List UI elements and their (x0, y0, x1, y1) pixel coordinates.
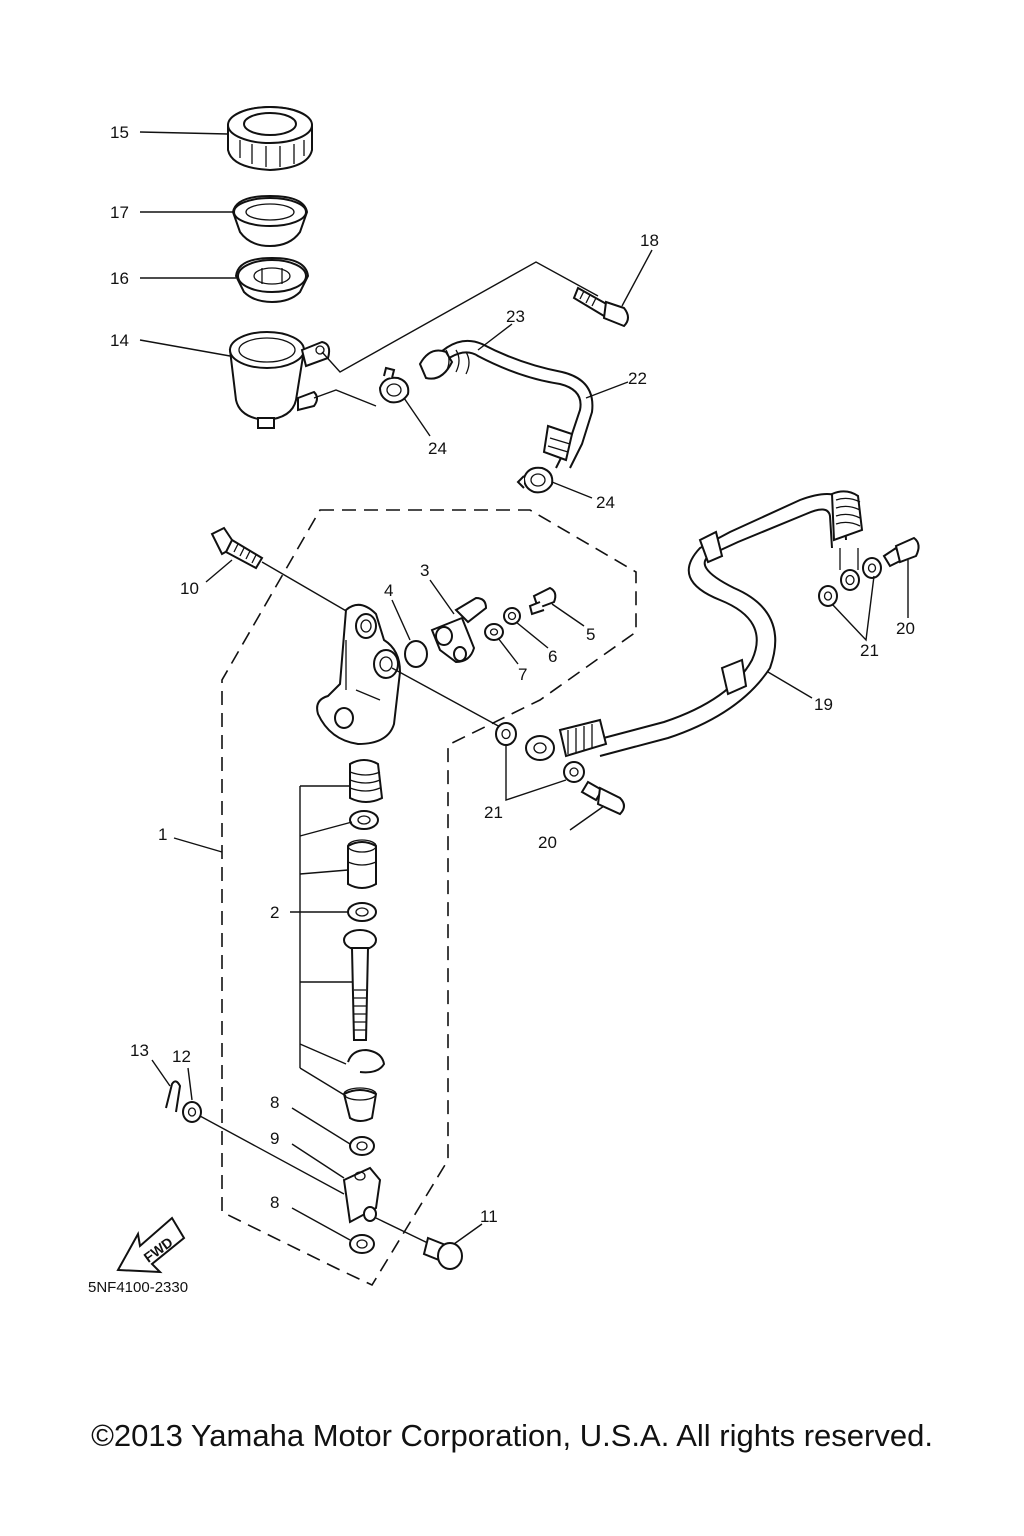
callout-5: 5 (586, 625, 595, 644)
callout-15: 15 (110, 123, 129, 142)
brake-hose (525, 490, 864, 761)
washer-12 (182, 1101, 202, 1123)
callout-11: 11 (480, 1207, 498, 1226)
o-ring (404, 640, 428, 668)
fwd-arrow-icon: FWD (116, 1216, 186, 1274)
piston (347, 839, 377, 889)
callout-20-upper: 20 (896, 619, 915, 638)
union-bolt-20-upper (882, 536, 920, 568)
hose-clip-upper (378, 366, 410, 404)
callout-10: 10 (180, 579, 199, 598)
union-bolt-20-lower (580, 780, 625, 816)
callout-24-upper: 24 (428, 439, 447, 458)
washer-21-upper-b (862, 557, 882, 579)
master-cylinder-body (316, 603, 402, 746)
bolt-10 (210, 526, 264, 570)
clevis (342, 1166, 382, 1224)
reservoir-tank (228, 331, 331, 429)
reservoir-cap (227, 105, 313, 172)
callout-13: 13 (130, 1041, 149, 1060)
callout-1: 1 (158, 825, 167, 844)
callout-8-upper: 8 (270, 1093, 279, 1112)
washer-6 (503, 607, 521, 625)
copyright-notice: ©2013 Yamaha Motor Corporation, U.S.A. A… (91, 1418, 933, 1453)
nut-8-lower (349, 1234, 375, 1254)
callout-18: 18 (640, 231, 659, 250)
callout-21-upper: 21 (860, 641, 879, 660)
dust-boot (342, 1087, 378, 1122)
hose-joint (430, 596, 488, 664)
cup-seal (349, 810, 379, 830)
callout-4: 4 (384, 581, 393, 600)
washer-21-upper-a (818, 585, 838, 607)
callout-17: 17 (110, 203, 129, 222)
cotter-pin (165, 1080, 182, 1113)
washer-21-lower-a (495, 722, 517, 746)
callout-22: 22 (628, 369, 647, 388)
piston-seal (347, 902, 377, 922)
bolt-18 (572, 286, 629, 328)
clevis-pin-11 (422, 1236, 463, 1270)
callout-16: 16 (110, 269, 129, 288)
callout-19: 19 (814, 695, 833, 714)
callout-3: 3 (420, 561, 429, 580)
reservoir-hose (418, 339, 594, 469)
circlip (347, 1048, 386, 1074)
callout-12: 12 (172, 1047, 191, 1066)
callout-21-lower: 21 (484, 803, 503, 822)
spring (349, 759, 384, 803)
nut-8-upper (349, 1136, 375, 1156)
washer-21-lower-b (563, 761, 585, 783)
callout-8-lower: 8 (270, 1193, 279, 1212)
callout-6: 6 (548, 647, 557, 666)
assembly-outline (221, 509, 637, 1287)
callout-9: 9 (270, 1129, 279, 1148)
push-rod (343, 929, 377, 1041)
washer-7 (484, 623, 504, 641)
callout-2: 2 (270, 903, 279, 922)
callout-20-lower: 20 (538, 833, 557, 852)
hose-clip-lower (516, 466, 554, 494)
part-code: 5NF4100-2330 (88, 1279, 188, 1296)
callout-14: 14 (110, 331, 129, 350)
diaphragm-plate (231, 194, 309, 248)
callout-23: 23 (506, 307, 525, 326)
diaphragm (234, 256, 310, 304)
callout-24-lower: 24 (596, 493, 615, 512)
callout-7: 7 (518, 665, 527, 684)
screw-5 (528, 586, 557, 616)
